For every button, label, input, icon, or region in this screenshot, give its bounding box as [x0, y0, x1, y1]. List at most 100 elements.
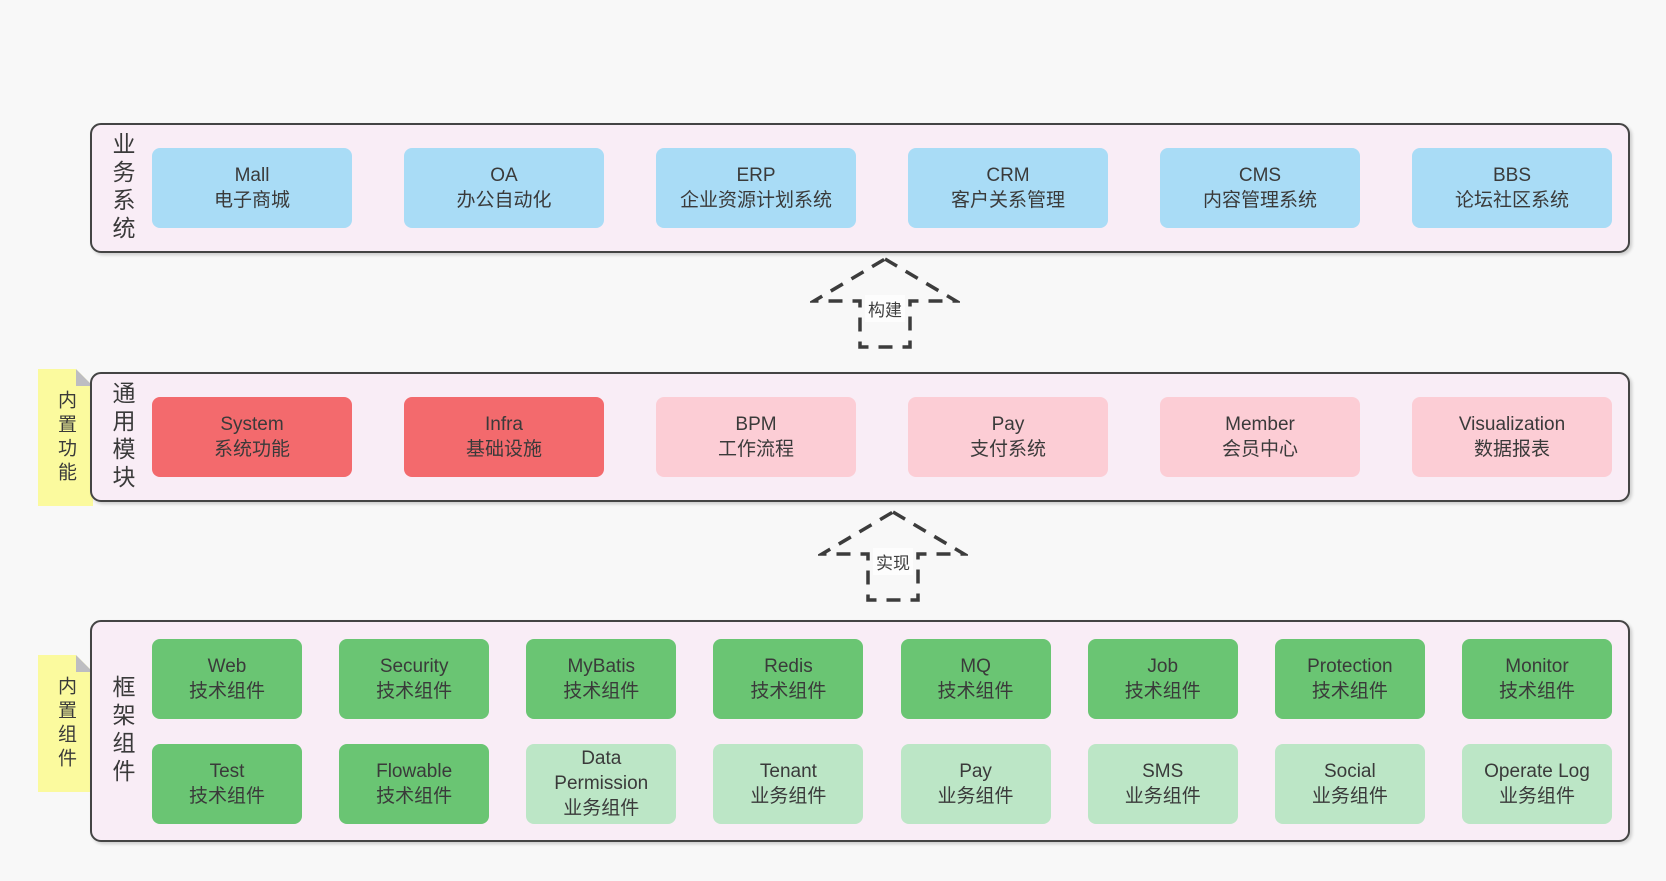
box-title: Pay	[959, 760, 992, 782]
business-boxes-row: Mall 电子商城 OA 办公自动化 ERP 企业资源计划系统 CRM 客户关系…	[152, 125, 1612, 251]
dashed-up-arrow-icon	[807, 256, 963, 349]
box-mybatis: MyBatis 技术组件	[526, 638, 677, 719]
box-title: Infra	[484, 414, 524, 435]
box-subtitle: 技术组件	[563, 680, 640, 702]
box-title: Monitor	[1505, 655, 1569, 677]
box-subtitle: 技术组件	[376, 680, 453, 702]
box-title: Redis	[764, 655, 813, 677]
box-test: Test 技术组件	[152, 743, 302, 824]
box-flowable: Flowable 技术组件	[339, 743, 490, 824]
arrow-label-build: 构建	[865, 295, 905, 322]
arrow-up-build: 构建	[807, 255, 963, 351]
box-subtitle: 业务组件	[750, 785, 827, 807]
panel-business-systems: 业务系统 Mall 电子商城 OA 办公自动化 ERP 企业资源计划系统 CRM…	[90, 123, 1630, 253]
sticky-note-label: 内置组件	[55, 675, 76, 772]
box-bpm: BPM 工作流程	[656, 397, 856, 477]
box-title: ERP	[736, 165, 776, 186]
box-subtitle: 技术组件	[937, 680, 1014, 702]
box-subtitle: 会员中心	[1221, 439, 1298, 460]
box-subtitle: 论坛社区系统	[1454, 190, 1569, 211]
box-monitor: Monitor 技术组件	[1461, 638, 1612, 719]
box-title: Pay	[991, 414, 1025, 435]
box-subtitle: 技术组件	[1498, 680, 1575, 702]
box-subtitle: 技术组件	[188, 785, 265, 807]
box-sms: SMS 业务组件	[1087, 743, 1238, 824]
box-subtitle: 工作流程	[717, 439, 794, 460]
box-bbs: BBS 论坛社区系统	[1412, 148, 1612, 228]
box-crm: CRM 客户关系管理	[908, 148, 1108, 228]
box-title: SMS	[1142, 760, 1184, 782]
box-subtitle: 办公自动化	[456, 190, 552, 211]
box-erp: ERP 企业资源计划系统	[656, 148, 856, 228]
panel-side-label-modules: 通用模块	[109, 381, 135, 493]
box-subtitle: 技术组件	[750, 680, 827, 702]
box-title: Security	[379, 655, 449, 677]
module-boxes-row: System 系统功能 Infra 基础设施 BPM 工作流程 Pay 支付系统…	[152, 374, 1612, 500]
panel-side-label-business: 业务系统	[109, 132, 135, 244]
arrow-up-implement: 实现	[815, 508, 971, 604]
box-title: Job	[1147, 655, 1179, 677]
box-oa: OA 办公自动化	[404, 148, 604, 228]
box-title: BBS	[1492, 165, 1532, 186]
framework-rows: Web 技术组件 Security 技术组件 MyBatis 技术组件 Redi…	[152, 622, 1612, 840]
box-title: Test	[209, 760, 245, 782]
box-subtitle: 业务组件	[563, 798, 640, 819]
box-title: Web	[207, 655, 247, 677]
box-title: Visualization	[1458, 414, 1566, 435]
box-subtitle: 企业资源计划系统	[679, 190, 832, 211]
box-title: OA	[490, 165, 518, 186]
box-subtitle: 技术组件	[188, 680, 265, 702]
box-tenant: Tenant 业务组件	[713, 743, 864, 824]
box-title: Protection	[1307, 655, 1393, 677]
box-title: System	[220, 414, 284, 435]
box-title: BPM	[735, 414, 777, 435]
box-title: Data Permission	[554, 748, 649, 794]
box-cms: CMS 内容管理系统	[1160, 148, 1360, 228]
box-subtitle: 客户关系管理	[950, 190, 1065, 211]
dashed-up-arrow-icon	[815, 509, 971, 602]
box-title: Social	[1323, 760, 1376, 782]
box-mq: MQ 技术组件	[900, 638, 1051, 719]
box-data-permission: Data Permission 业务组件	[526, 743, 677, 824]
box-subtitle: 内容管理系统	[1202, 190, 1317, 211]
box-subtitle: 基础设施	[465, 439, 542, 460]
arrow-label-implement: 实现	[873, 548, 913, 575]
box-title: Flowable	[376, 760, 453, 782]
box-subtitle: 支付系统	[969, 439, 1046, 460]
box-system: System 系统功能	[152, 397, 352, 477]
sticky-note-builtin-features: 内置功能	[38, 369, 93, 506]
box-subtitle: 业务组件	[937, 785, 1014, 807]
box-title: Tenant	[759, 760, 817, 782]
box-subtitle: 系统功能	[213, 439, 290, 460]
framework-row-2: Test 技术组件 Flowable 技术组件 Data Permission …	[152, 743, 1612, 824]
box-title: CMS	[1238, 165, 1282, 186]
box-web: Web 技术组件	[152, 638, 302, 719]
framework-row-1: Web 技术组件 Security 技术组件 MyBatis 技术组件 Redi…	[152, 638, 1612, 719]
sticky-note-builtin-components: 内置组件	[38, 655, 93, 792]
box-subtitle: 业务组件	[1498, 785, 1575, 807]
panel-side-label-framework: 框架组件	[109, 675, 135, 787]
box-subtitle: 技术组件	[376, 785, 453, 807]
box-social: Social 业务组件	[1274, 743, 1425, 824]
box-subtitle: 电子商城	[213, 190, 290, 211]
box-job: Job 技术组件	[1087, 638, 1238, 719]
box-pay-component: Pay 业务组件	[900, 743, 1051, 824]
panel-framework-components: 框架组件 Web 技术组件 Security 技术组件 MyBatis 技术组件…	[90, 620, 1630, 842]
box-operate-log: Operate Log 业务组件	[1461, 743, 1612, 824]
box-member: Member 会员中心	[1160, 397, 1360, 477]
box-protection: Protection 技术组件	[1274, 638, 1425, 719]
box-infra: Infra 基础设施	[404, 397, 604, 477]
box-pay-system: Pay 支付系统	[908, 397, 1108, 477]
box-subtitle: 业务组件	[1311, 785, 1388, 807]
box-mall: Mall 电子商城	[152, 148, 352, 228]
panel-common-modules: 通用模块 System 系统功能 Infra 基础设施 BPM 工作流程 Pay…	[90, 372, 1630, 502]
box-subtitle: 数据报表	[1473, 439, 1550, 460]
box-title: MQ	[960, 655, 991, 677]
box-security: Security 技术组件	[339, 638, 490, 719]
box-title: Mall	[234, 165, 270, 186]
sticky-note-label: 内置功能	[55, 389, 76, 486]
box-title: Operate Log	[1484, 760, 1590, 782]
box-subtitle: 业务组件	[1124, 785, 1201, 807]
box-subtitle: 技术组件	[1124, 680, 1201, 702]
box-title: Member	[1225, 414, 1295, 435]
